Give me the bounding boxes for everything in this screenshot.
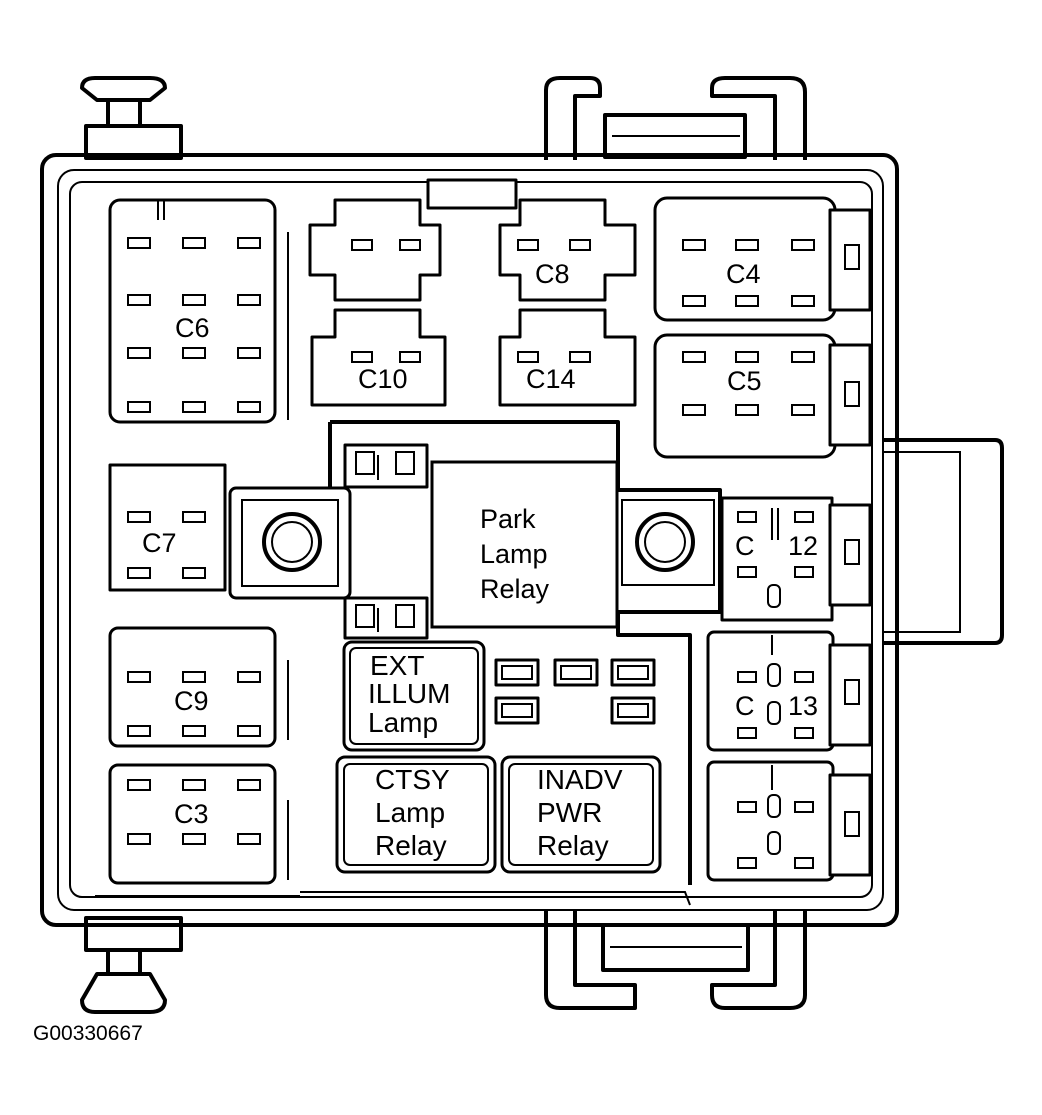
- lower-rail: [95, 891, 691, 906]
- stud-left: [228, 486, 352, 600]
- ext-line-3: Lamp: [368, 707, 438, 738]
- ctsy-line-3: Relay: [375, 830, 447, 861]
- label-c4: C4: [726, 259, 761, 289]
- ext-line-2: ILLUM: [368, 678, 450, 709]
- ext-illum-lamp: EXT ILLUM Lamp: [342, 640, 486, 752]
- inadv-line-3: Relay: [537, 830, 609, 861]
- park-lamp-relay: Park Lamp Relay: [430, 460, 619, 629]
- label-c12-number: 12: [788, 531, 818, 561]
- top-clip: [544, 76, 807, 160]
- park-relay-line-1: Park: [480, 504, 536, 534]
- ext-line-1: EXT: [370, 650, 424, 681]
- connector-c14: [498, 308, 637, 407]
- inadv-line-1: INADV: [537, 764, 623, 795]
- label-c7: C7: [142, 528, 177, 558]
- connector-c5: [653, 333, 872, 459]
- small-socket-top: [343, 443, 429, 489]
- relay-area-frame: [328, 420, 722, 885]
- stud-right: [621, 499, 715, 586]
- label-c6: C6: [175, 313, 210, 343]
- fuse-pads: [494, 658, 656, 725]
- inadv-line-2: PWR: [537, 797, 602, 828]
- label-c13-number: 13: [788, 691, 818, 721]
- small-socket-bottom: [343, 596, 429, 640]
- label-c12-c: C: [735, 531, 755, 561]
- label-c10: C10: [358, 364, 408, 394]
- label-c9: C9: [174, 686, 209, 716]
- label-c5: C5: [727, 366, 762, 396]
- connector-c4: [653, 196, 872, 322]
- connector-c9: [108, 626, 289, 748]
- connector-c12: [720, 496, 872, 622]
- connector-c7: [108, 463, 227, 592]
- label-c14: C14: [526, 364, 576, 394]
- label-c13-c: C: [735, 691, 755, 721]
- top-left-mount: [80, 76, 183, 160]
- label-c8: C8: [535, 259, 570, 289]
- right-side-latch: [882, 438, 1004, 645]
- connector-c6: [108, 198, 289, 424]
- figure-id: G00330667: [33, 1022, 143, 1045]
- connector-bottom-right: [706, 760, 872, 882]
- label-c3: C3: [174, 799, 209, 829]
- connector-c13: [706, 630, 872, 752]
- connector-c10: [310, 308, 447, 407]
- bottom-left-mount: [80, 916, 183, 1014]
- park-relay-line-3: Relay: [480, 574, 550, 604]
- ctsy-line-1: CTSY: [375, 764, 450, 795]
- inadv-pwr-relay: INADV PWR Relay: [500, 755, 662, 874]
- connector-c8: [308, 178, 637, 302]
- park-relay-line-2: Lamp: [480, 539, 548, 569]
- ctsy-line-2: Lamp: [375, 797, 445, 828]
- connector-c3: [108, 763, 289, 885]
- ctsy-lamp-relay: CTSY Lamp Relay: [335, 755, 497, 874]
